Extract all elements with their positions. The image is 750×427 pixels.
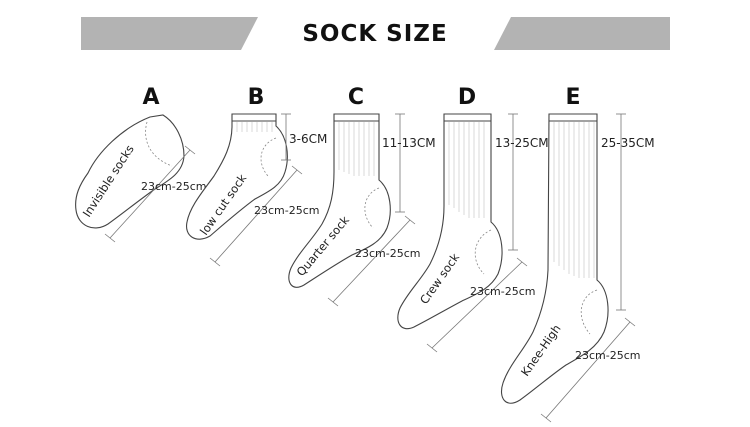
sock-e-ribs xyxy=(553,122,595,278)
sock-a-letter: A xyxy=(142,85,159,110)
sock-d-foot-length: 23cm-25cm xyxy=(470,285,536,298)
sock-c-outline xyxy=(288,113,391,288)
sock-e-length-tick-1 xyxy=(540,413,552,423)
header-band-right xyxy=(494,17,670,50)
sock-d-ribs xyxy=(448,122,485,218)
sock-a-length-tick-2 xyxy=(184,145,196,155)
sock-e-length-tick-2 xyxy=(624,317,636,327)
sock-e-outline xyxy=(501,113,609,404)
sock-e-letter: E xyxy=(565,85,580,110)
sock-c: C Quarter sock 11-13CM 23cm-25cm xyxy=(288,85,436,307)
sock-c-length-line xyxy=(332,219,411,303)
sock-d-height: 13-25CM xyxy=(495,136,549,150)
sock-c-length-tick-1 xyxy=(327,297,339,307)
sock-e: E Knee-High 25-35CM 23cm-25cm xyxy=(501,85,655,423)
sock-a-outline xyxy=(75,114,185,229)
sock-b-length-tick-2 xyxy=(291,165,303,175)
sock-b-height: 3-6CM xyxy=(289,132,327,146)
sock-a: A Invisible socks 23cm-25cm xyxy=(75,85,207,243)
sock-c-height: 11-13CM xyxy=(382,136,436,150)
sock-d-length-tick-1 xyxy=(426,343,438,353)
sock-a-heel xyxy=(145,121,173,167)
header-band-left xyxy=(81,17,258,50)
sock-d-outline xyxy=(397,113,503,330)
sock-a-length-tick-1 xyxy=(104,233,116,243)
sock-b-ribs xyxy=(236,122,273,132)
sock-d-letter: D xyxy=(458,85,476,110)
sock-c-foot-length: 23cm-25cm xyxy=(355,247,421,260)
sock-b-length-line xyxy=(214,169,298,263)
sock-b-outline xyxy=(186,113,288,240)
sock-d-heel xyxy=(474,229,492,275)
sock-c-ribs xyxy=(338,122,375,176)
sock-e-height: 25-35CM xyxy=(601,136,655,150)
sock-e-heel xyxy=(580,289,598,335)
sock-b-heel xyxy=(260,137,277,177)
sock-e-length-line xyxy=(545,321,631,419)
sock-c-heel xyxy=(364,187,380,229)
page-title: SOCK SIZE xyxy=(302,21,447,47)
sock-a-foot-length: 23cm-25cm xyxy=(141,180,207,193)
sock-e-foot-length: 23cm-25cm xyxy=(575,349,641,362)
sock-d-length-line xyxy=(431,261,523,349)
sock-d: D Crew sock 13-25CM 23cm-25cm xyxy=(397,85,549,353)
sock-c-length-tick-2 xyxy=(404,215,416,225)
sock-a-length-line xyxy=(109,149,191,239)
sock-c-letter: C xyxy=(348,85,364,110)
sock-b-letter: B xyxy=(248,85,265,110)
sock-b: B low cut sock 3-6CM 23cm-25cm xyxy=(186,85,327,267)
sock-d-length-tick-2 xyxy=(516,257,528,267)
sock-b-length-tick-1 xyxy=(209,257,221,267)
sock-b-foot-length: 23cm-25cm xyxy=(254,204,320,217)
